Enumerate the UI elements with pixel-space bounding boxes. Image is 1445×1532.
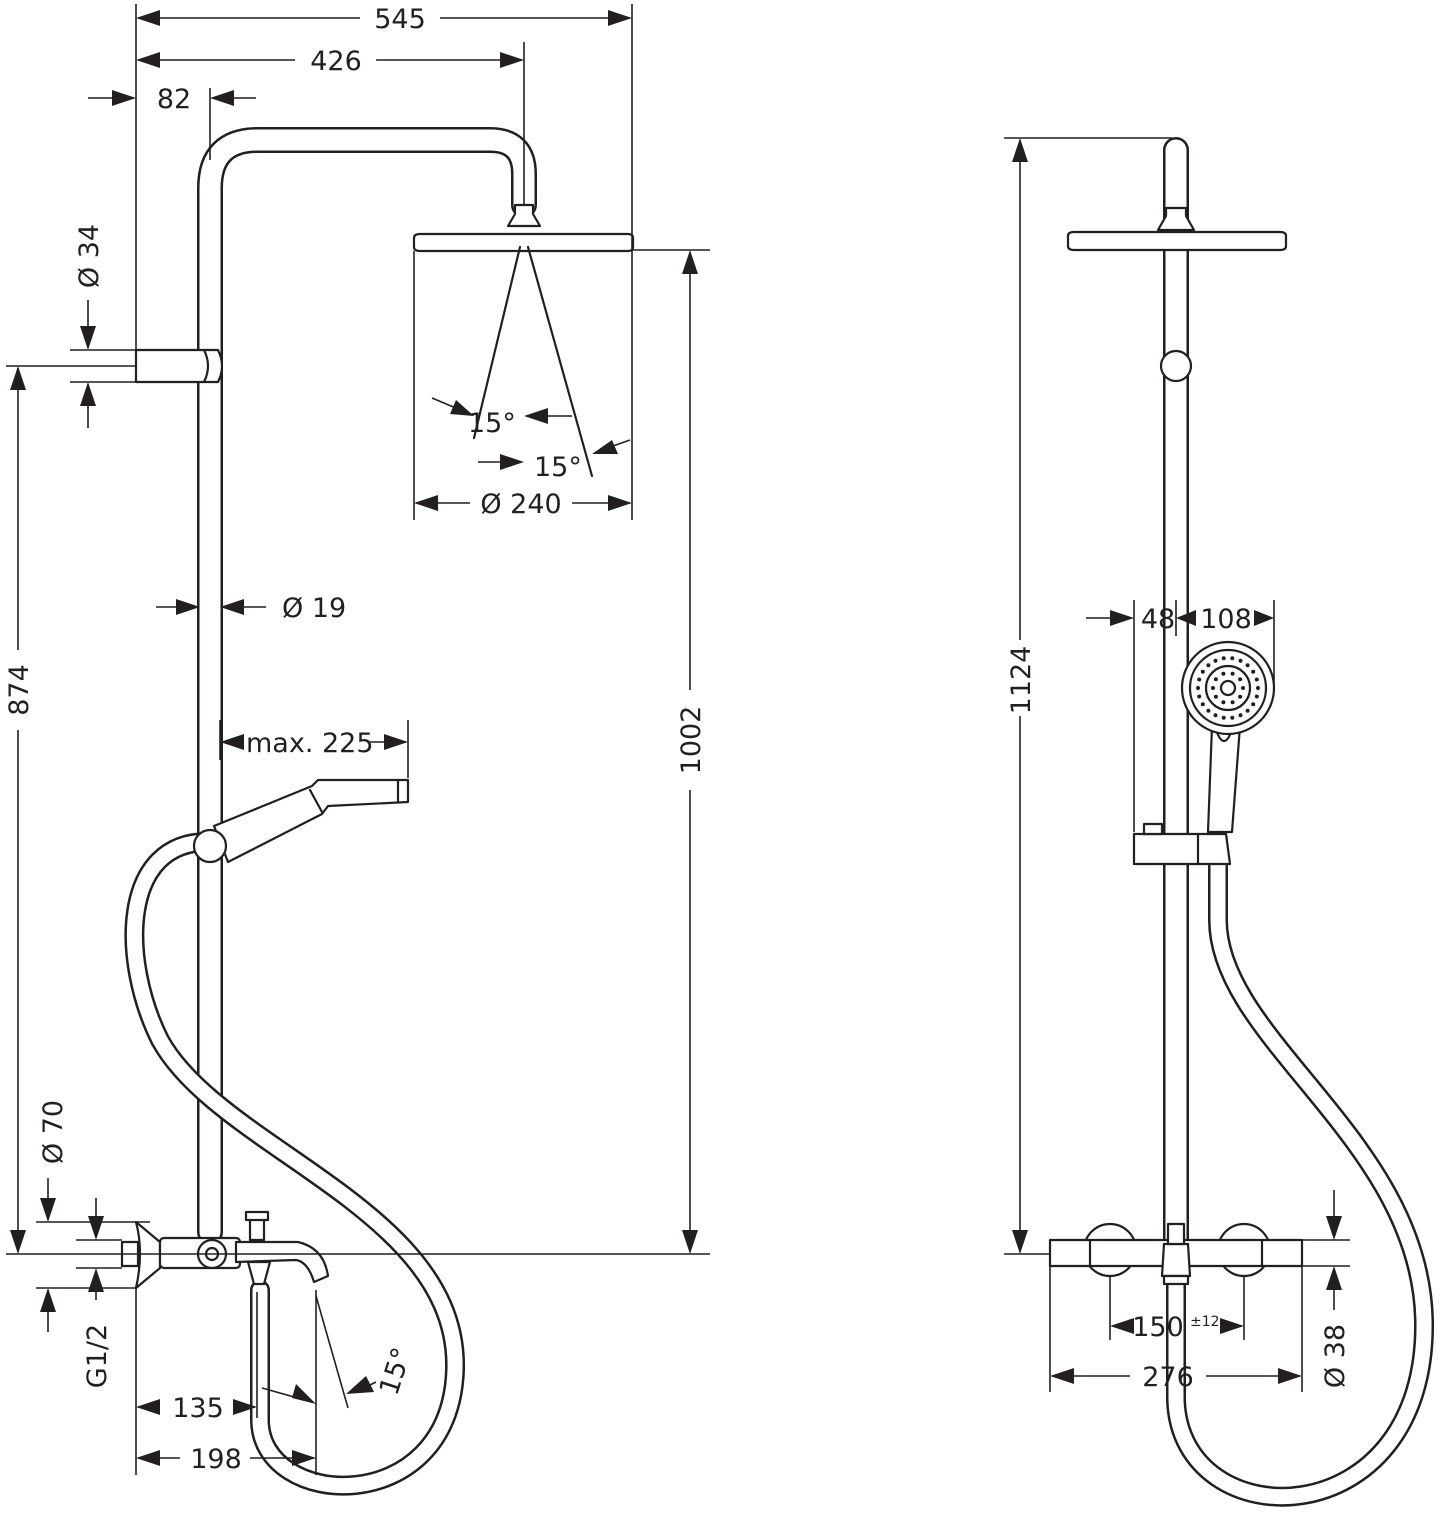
front-spout (1160, 1242, 1192, 1278)
spray-nozzle-dot (1238, 694, 1243, 699)
dim-g12: G1/2 (82, 1324, 113, 1388)
spray-nozzle-dot (1245, 663, 1250, 668)
spray-nozzle-dot (1245, 708, 1250, 713)
spray-nozzle-dot (1254, 677, 1259, 682)
dim-108: 108 (1200, 604, 1252, 635)
spray-nozzle-dot (1200, 669, 1205, 674)
side-slider (192, 828, 228, 864)
dim-150: 150 (1132, 1312, 1184, 1343)
front-head-neck (1156, 206, 1196, 232)
spray-nozzle-dot (1197, 694, 1202, 699)
dim-150-tolerance: ±12 (1190, 1314, 1220, 1330)
side-view (120, 127, 635, 1496)
side-shower-head (412, 232, 635, 253)
dim-1124: 1124 (1006, 646, 1037, 715)
spray-nozzle-dot (1251, 669, 1256, 674)
spray-nozzle-dot (1206, 663, 1211, 668)
spray-nozzle-dot (1200, 702, 1205, 707)
dim-874: 874 (4, 664, 35, 716)
front-shower-head (1066, 230, 1288, 252)
spray-nozzle-dot (1238, 658, 1243, 663)
side-head-neck (506, 203, 542, 228)
spray-nozzle-dot (1254, 694, 1259, 699)
front-wall-bracket (1159, 349, 1193, 383)
dim-angle-15-b: 15° (534, 452, 582, 483)
dim-angle-15-c: 15° (374, 1344, 418, 1399)
spray-nozzle-dot (1221, 715, 1226, 720)
spray-nozzle-dot (1238, 713, 1243, 718)
dim-276: 276 (1142, 1362, 1194, 1393)
spray-nozzle-dot (1206, 708, 1211, 713)
side-riser-pipe (197, 127, 537, 1245)
side-wall-bracket (134, 348, 224, 384)
spray-nozzle-dot (1197, 677, 1202, 682)
dim-48: 48 (1141, 604, 1175, 635)
dim-dia38: Ø 38 (1320, 1324, 1351, 1388)
dim-dia240: Ø 240 (480, 489, 561, 520)
spray-nozzle-dot (1241, 686, 1245, 690)
front-view (1048, 137, 1435, 1507)
dim-max225: max. 225 (246, 728, 374, 759)
front-slider (1132, 832, 1232, 866)
spray-nozzle-dot (1213, 694, 1218, 699)
front-dimensions: 1124 48 108 150 ±12 276 Ø 38 (1004, 137, 1351, 1393)
dim-426: 426 (310, 46, 362, 77)
side-spout (234, 1240, 330, 1284)
front-spray-nozzles (1196, 656, 1260, 720)
spray-nozzle-dot (1221, 671, 1226, 676)
spray-nozzle-dot (1213, 713, 1218, 718)
spray-nozzle-dot (1230, 656, 1235, 661)
dim-dia19: Ø 19 (282, 593, 346, 624)
side-wall-flange (134, 1220, 162, 1290)
spray-nozzle-dot (1221, 656, 1226, 661)
dim-82: 82 (157, 84, 191, 115)
dim-dia70: Ø 70 (38, 1100, 69, 1164)
spray-nozzle-dot (1211, 686, 1215, 690)
spray-nozzle-dot (1251, 702, 1256, 707)
dim-1002: 1002 (676, 706, 707, 775)
side-dimensions: 545 426 82 Ø 34 874 15° 1 (4, 4, 710, 1475)
dim-angle-15-a: 15° (468, 408, 516, 439)
spray-nozzle-dot (1256, 686, 1260, 690)
side-hand-shower (212, 778, 410, 864)
spray-nozzle-dot (1230, 671, 1235, 676)
dim-198: 198 (190, 1444, 242, 1475)
front-hand-shower-head (1180, 640, 1276, 736)
spray-nozzle-dot (1238, 677, 1243, 682)
dim-dia34: Ø 34 (74, 224, 105, 288)
spray-nozzle-dot (1213, 658, 1218, 663)
spray-nozzle-dot (1230, 700, 1235, 705)
dim-135: 135 (172, 1393, 224, 1424)
dim-545: 545 (374, 4, 426, 35)
spray-nozzle-dot (1196, 686, 1200, 690)
spray-nozzle-dot (1213, 677, 1218, 682)
spray-nozzle-dot (1230, 715, 1235, 720)
spray-nozzle-dot (1221, 700, 1226, 705)
